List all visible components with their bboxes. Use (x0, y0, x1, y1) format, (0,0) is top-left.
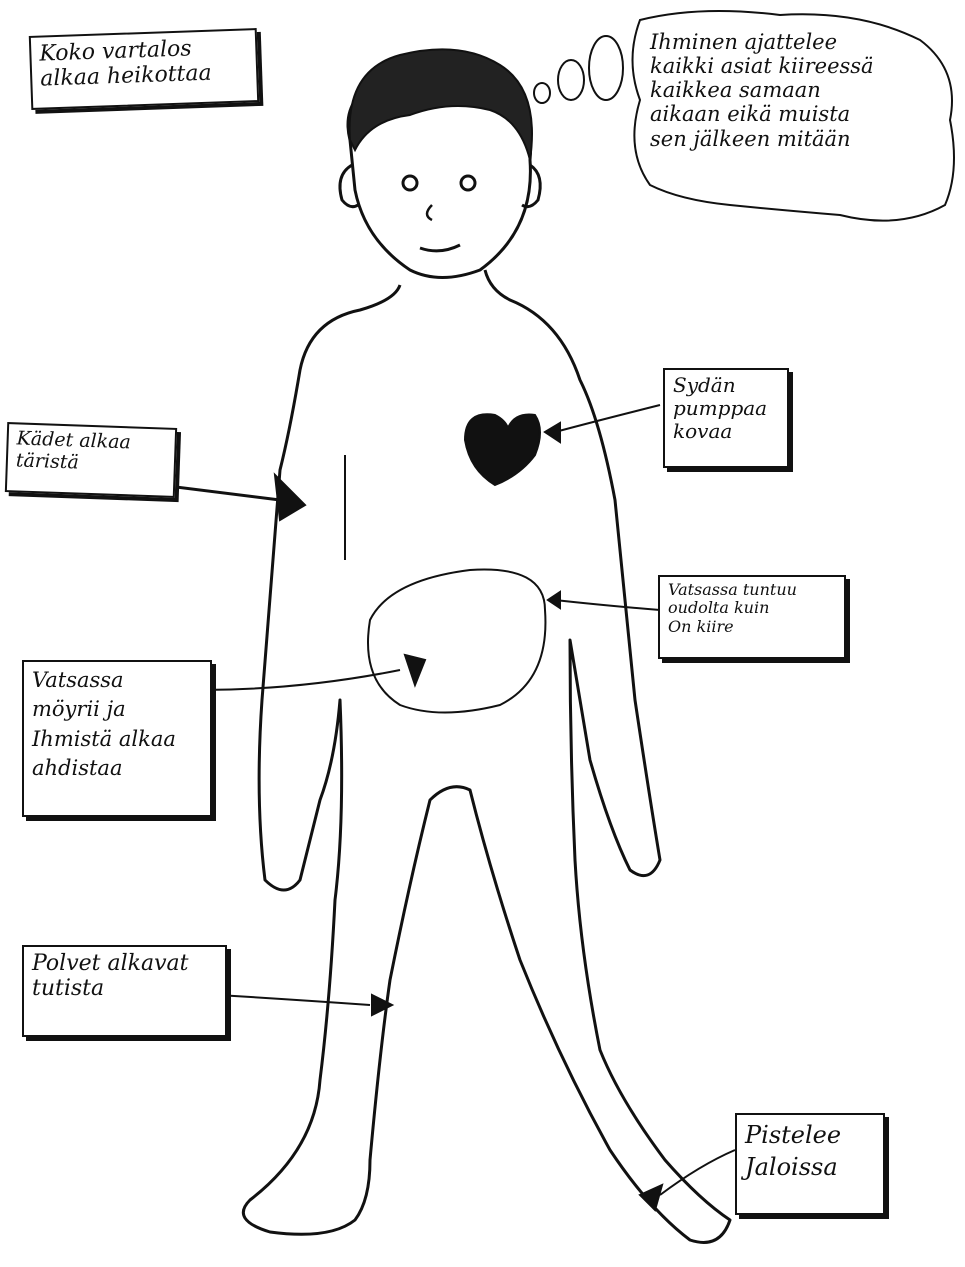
label-thought: Ihminen ajattelee kaikki asiat kiireessä… (650, 30, 950, 151)
heart-icon (465, 414, 540, 485)
label-whole-body: Koko vartalos alkaa heikottaa (29, 28, 259, 110)
label-heart: Sydän pumppaa kovaa (663, 368, 789, 468)
label-stomach-feeling: Vatsassa tuntuu oudolta kuin On kiire (658, 575, 846, 659)
label-knees: Polvet alkavat tutista (22, 945, 227, 1037)
label-stomach-churn: Vatsassa möyrii ja Ihmistä alkaa ahdista… (22, 660, 212, 817)
label-feet: Pistelee Jaloissa (735, 1113, 885, 1215)
stomach-shape (368, 570, 545, 713)
label-hands: Kädet alkaa täristä (5, 422, 177, 498)
